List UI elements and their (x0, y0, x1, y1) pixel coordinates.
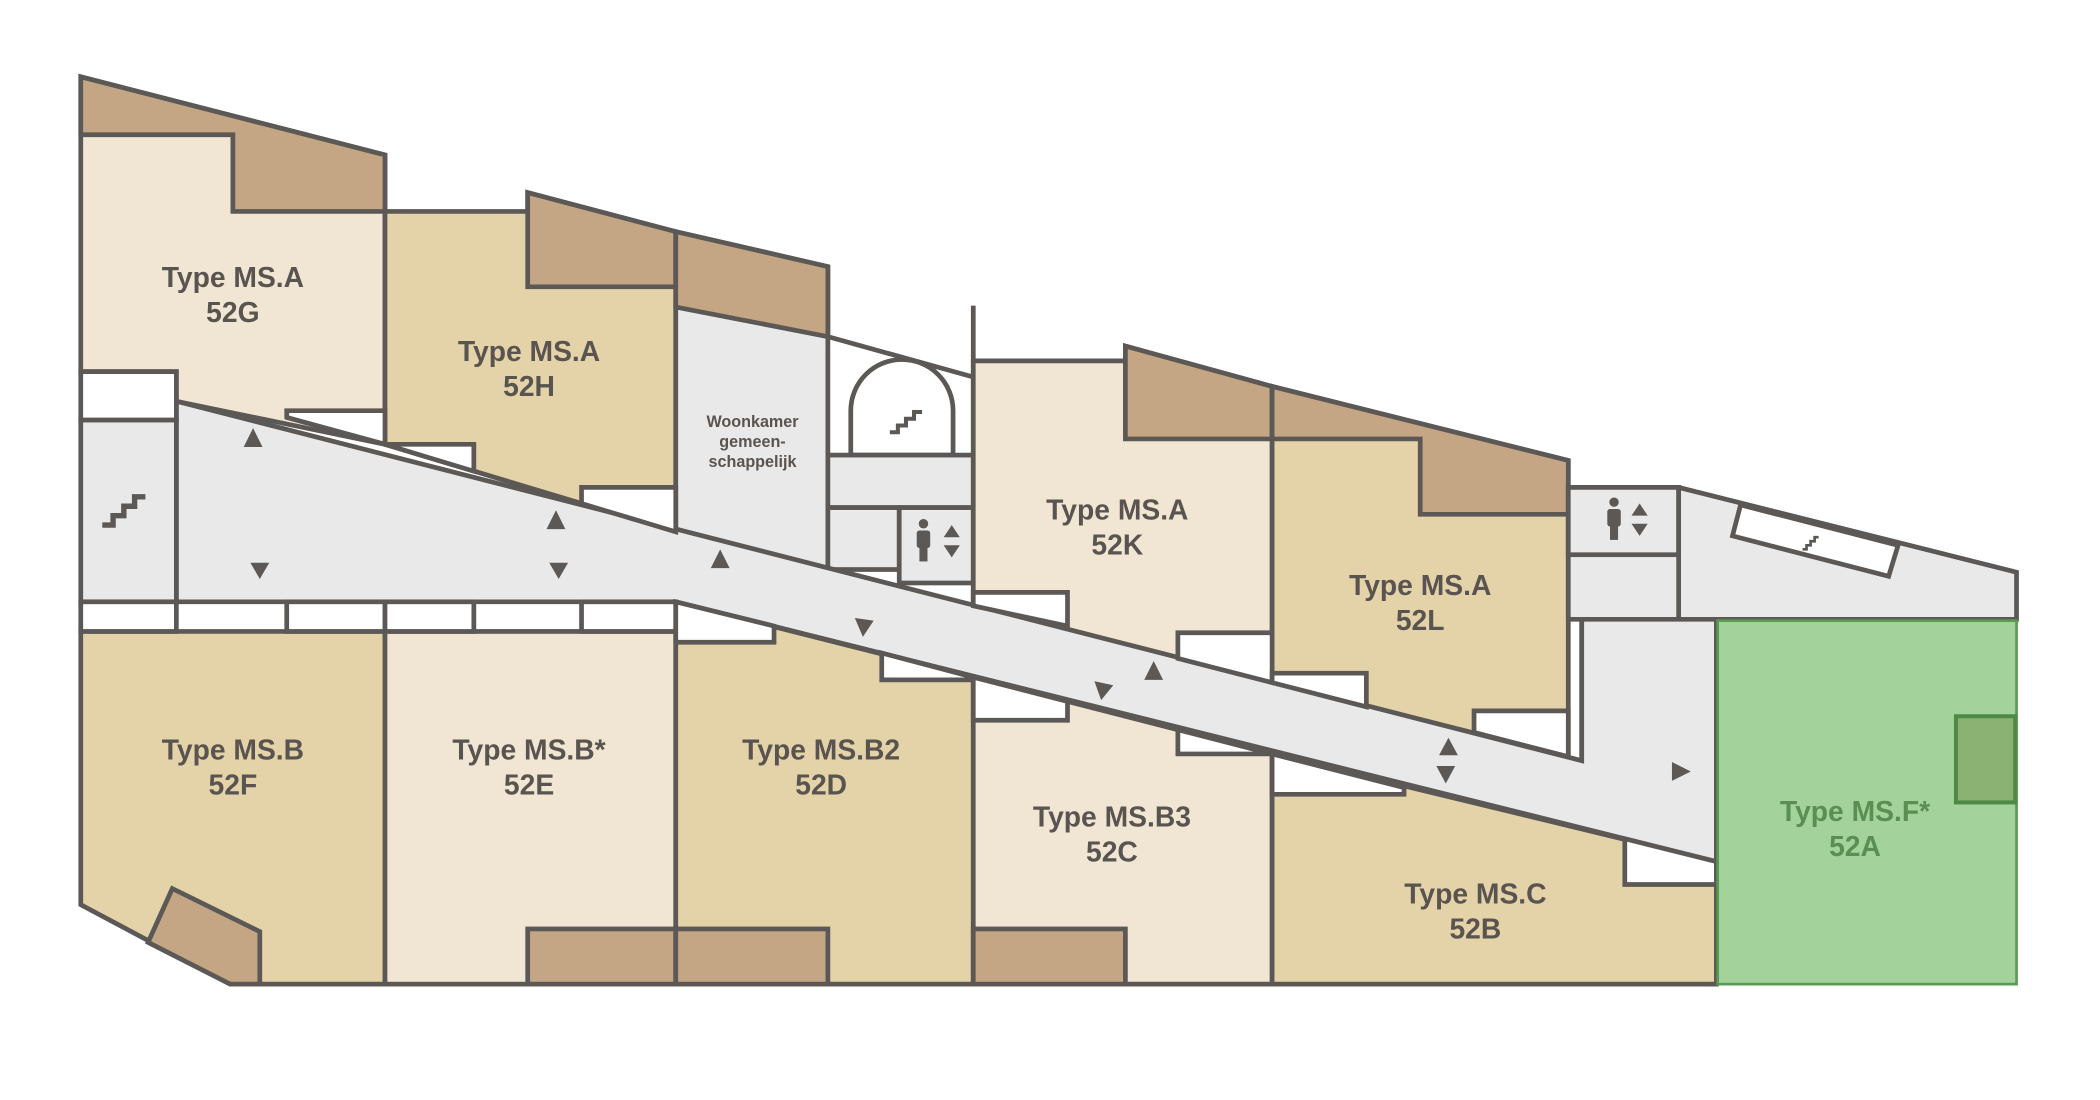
arrow-up-icon (1144, 661, 1164, 680)
room-label: schappelijk (709, 453, 797, 471)
common-living-room[interactable] (673, 228, 831, 573)
elevator-icon (1607, 497, 1648, 540)
unit-52F[interactable] (78, 629, 388, 987)
unit-52A[interactable] (1716, 619, 2018, 986)
unit-code-label: 52L (1396, 604, 1445, 636)
elevator-icon (916, 519, 960, 562)
balcony (1269, 383, 1571, 517)
room-label: Woonkamer (706, 413, 799, 431)
arrow-down-icon (1094, 681, 1114, 701)
elevator (1565, 485, 1682, 558)
stairs-icon (889, 410, 923, 435)
arrow-up-icon (243, 428, 263, 448)
unit-type-label: Type MS.B (162, 733, 304, 765)
arrow-right-icon (1671, 762, 1691, 781)
unit-type-label: Type MS.B3 (1033, 801, 1191, 833)
stair-room (848, 357, 956, 458)
unit-code-label: 52D (795, 768, 847, 800)
unit-code-label: 52F (209, 768, 258, 800)
balcony (78, 73, 388, 214)
arrow-up-icon (1439, 737, 1458, 756)
unit-52E[interactable] (382, 629, 679, 987)
stairs-icon (1802, 535, 1819, 551)
stair-core-left (78, 369, 179, 634)
unit-code-label: 52B (1449, 912, 1501, 944)
unit-type-label: Type MS.B2 (742, 733, 900, 765)
balcony (1123, 342, 1275, 442)
arrow-up-icon (546, 510, 566, 530)
unit-code-label: 52C (1086, 836, 1138, 868)
balcony (970, 926, 1128, 987)
unit-type-label: Type MS.C (1404, 877, 1546, 909)
arrow-down-icon (1436, 766, 1456, 784)
balcony (145, 885, 263, 987)
balcony (673, 926, 831, 987)
unit-type-label: Type MS.A (1349, 569, 1491, 601)
stair-core-center (825, 305, 976, 609)
unit-type-label: Type MS.A (1046, 494, 1188, 526)
stairs-icon (102, 494, 146, 528)
unit-code-label: 52A (1829, 830, 1881, 862)
arrow-down-icon (854, 617, 874, 637)
unit-code-label: 52G (206, 296, 259, 328)
balcony (1953, 714, 2018, 805)
balcony (525, 189, 679, 290)
arrow-down-icon (250, 562, 270, 579)
room-label: gemeen- (719, 433, 785, 451)
entry-arrows (243, 428, 1691, 784)
balcony (525, 926, 679, 987)
unit-code-label: 52E (504, 768, 554, 800)
arrow-up-icon (710, 549, 730, 569)
unit-type-label: Type MS.B* (452, 733, 605, 765)
unit-52L[interactable] (1269, 383, 1571, 760)
unit-code-label: 52H (503, 370, 555, 402)
unit-type-label: Type MS.F* (1780, 795, 1930, 827)
elevator (896, 505, 976, 586)
entry-blocks (284, 408, 1719, 887)
unit-type-label: Type MS.A (458, 335, 600, 367)
unit-type-label: Type MS.A (162, 261, 304, 293)
arrow-down-icon (549, 562, 569, 579)
unit-code-label: 52K (1091, 529, 1143, 561)
